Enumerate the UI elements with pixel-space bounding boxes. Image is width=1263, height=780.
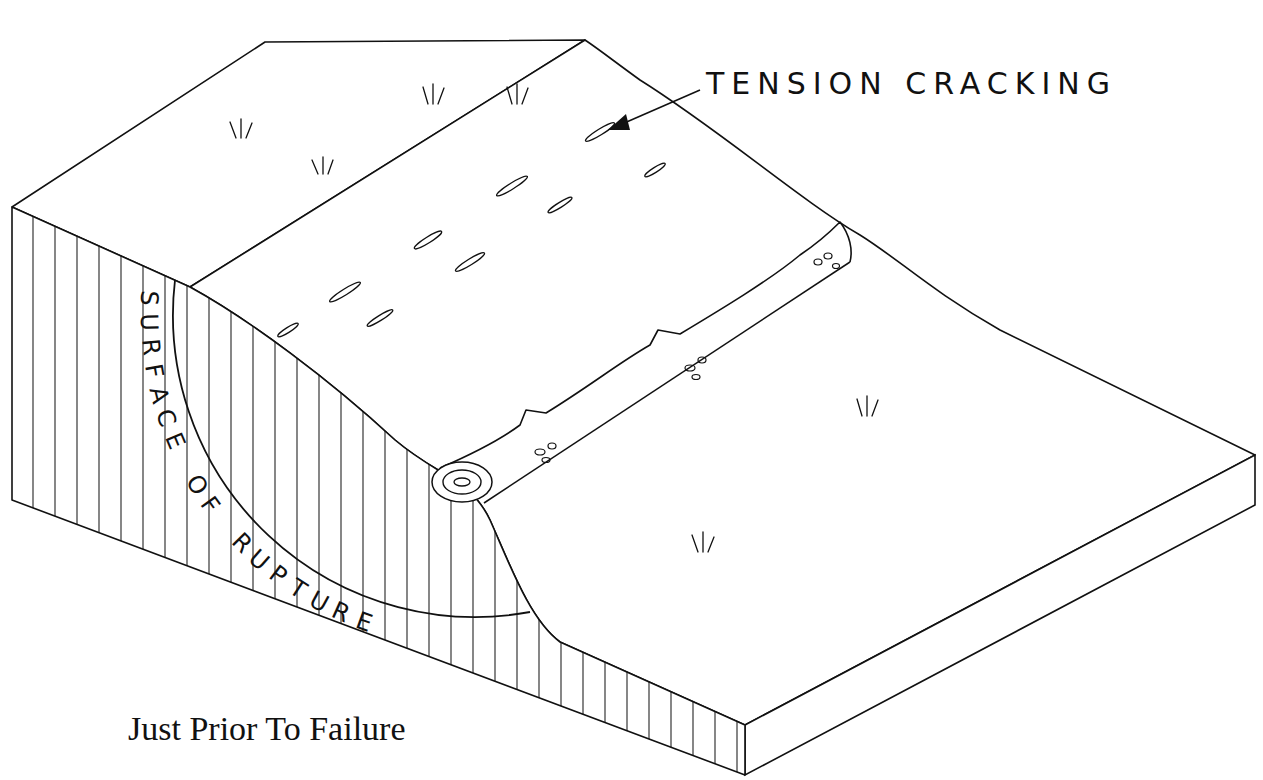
bulge-ring: [443, 470, 481, 494]
slump-toe-line: [484, 262, 850, 503]
tension-cracks: [276, 120, 666, 338]
grass-tuft: [230, 119, 252, 138]
grass-tuft: [507, 84, 528, 104]
arc-letter: E: [160, 430, 188, 453]
pebble: [535, 449, 545, 455]
arc-letter: P: [265, 561, 291, 589]
arc-letter: R: [227, 528, 256, 557]
arc-letter: R: [138, 337, 164, 356]
pebbles: [535, 253, 840, 463]
grass-tuft: [312, 157, 333, 174]
slump-scarp: [440, 222, 851, 468]
crack: [643, 162, 666, 179]
grass-tuft: [692, 532, 714, 552]
rupture-arc: [173, 280, 530, 617]
arc-letter: C: [152, 407, 180, 431]
cross-section-face: [12, 207, 745, 775]
arc-letter: F: [141, 362, 167, 380]
pebble: [542, 458, 550, 463]
arc-letter: A: [145, 384, 172, 406]
pebble: [698, 357, 706, 363]
crack: [276, 322, 299, 339]
crack: [495, 174, 529, 198]
crack: [413, 229, 443, 251]
leader-arrowhead: [608, 114, 630, 130]
crack: [454, 250, 486, 273]
grass-tuft: [857, 396, 878, 416]
arc-letter: O: [182, 470, 212, 499]
arc-letter: U: [245, 545, 274, 575]
crack: [366, 308, 394, 328]
grass-tuft: [423, 84, 444, 104]
crack: [584, 120, 616, 143]
pebble: [548, 443, 556, 449]
grass-tufts: [230, 84, 878, 552]
bulge-outline: [432, 462, 492, 502]
arc-letter: U: [306, 587, 333, 616]
crack: [328, 280, 362, 304]
pebble: [692, 375, 700, 380]
figure-caption: Just Prior To Failure: [128, 710, 406, 748]
pebble: [833, 264, 840, 269]
pebble: [814, 259, 822, 265]
arc-letter: S: [137, 290, 162, 306]
leader-line: [622, 90, 700, 124]
bulge-core: [454, 478, 470, 486]
arc-letter: E: [353, 608, 375, 636]
pebble: [824, 253, 832, 259]
arc-letter: U: [137, 313, 161, 331]
arc-letter: [214, 514, 237, 535]
crack: [547, 195, 573, 214]
pebble: [685, 365, 695, 371]
arc-letter: T: [286, 575, 311, 603]
arc-letter: R: [329, 598, 354, 627]
arc-letter: F: [197, 493, 225, 518]
ground-side-face: [745, 455, 1255, 775]
arc-letter: [172, 455, 197, 473]
callout-text: TENSION CRACKING: [706, 66, 1117, 101]
